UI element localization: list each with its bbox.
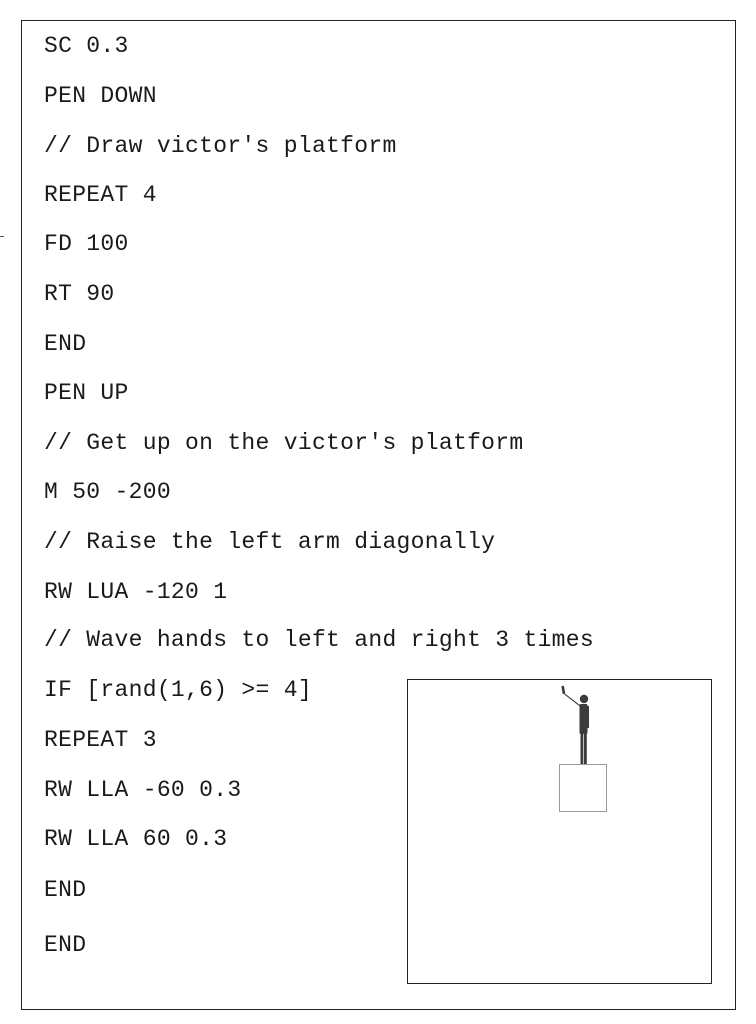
code-line: // Draw victor's platform	[44, 133, 397, 159]
output-preview-canvas	[407, 679, 712, 984]
code-line: FD 100	[44, 231, 129, 257]
standing-figure-icon	[561, 685, 589, 764]
code-line: // Get up on the victor's platform	[44, 430, 524, 456]
code-line: M 50 -200	[44, 479, 171, 505]
program-listing-frame: SC 0.3 PEN DOWN // Draw victor's platfor…	[21, 20, 736, 1010]
code-line: PEN UP	[44, 380, 129, 406]
margin-tick-mark	[0, 236, 4, 237]
code-line: REPEAT 3	[44, 727, 157, 753]
victor-platform-square	[559, 764, 607, 812]
code-line: SC 0.3	[44, 33, 129, 59]
code-line: PEN DOWN	[44, 83, 157, 109]
code-line: END	[44, 331, 87, 357]
figure-left-leg	[580, 732, 584, 764]
figure-right-leg	[584, 732, 587, 764]
code-line: RT 90	[44, 281, 115, 307]
code-line: REPEAT 4	[44, 182, 157, 208]
figure-head	[579, 694, 589, 704]
code-line: END	[44, 877, 87, 903]
code-line: RW LUA -120 1	[44, 579, 228, 605]
code-line: IF [rand(1,6) >= 4]	[44, 677, 312, 703]
figure-lowered-arm	[586, 706, 589, 728]
preview-drawing	[559, 685, 607, 812]
figure-raised-forearm	[561, 685, 566, 695]
figure-raised-arm	[563, 692, 583, 709]
code-line: // Raise the left arm diagonally	[44, 529, 496, 555]
figure-torso	[579, 704, 588, 734]
code-line: END	[44, 932, 87, 958]
code-line: // Wave hands to left and right 3 times	[44, 627, 594, 653]
code-line: RW LLA 60 0.3	[44, 826, 228, 852]
code-line: RW LLA -60 0.3	[44, 777, 242, 803]
